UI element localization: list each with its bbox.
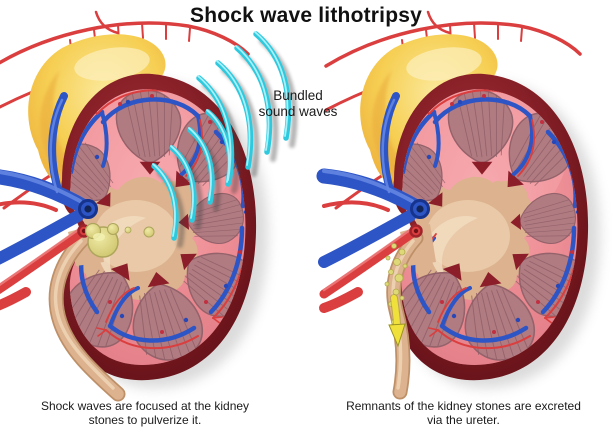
kidney-illustration-left [0,0,310,437]
caption-left: Shock waves are focused at the kidney st… [40,399,250,428]
excretion-arrow [388,294,406,348]
ureter [48,230,126,402]
sound-waves-label: Bundled sound waves [258,88,338,120]
caption-right: Remnants of the kidney stones are excret… [346,399,581,428]
kidney-stone [84,222,155,258]
page-title: Shock wave lithotripsy [190,4,422,27]
kidney-illustration-right [302,0,612,437]
sound-waves [151,31,298,248]
